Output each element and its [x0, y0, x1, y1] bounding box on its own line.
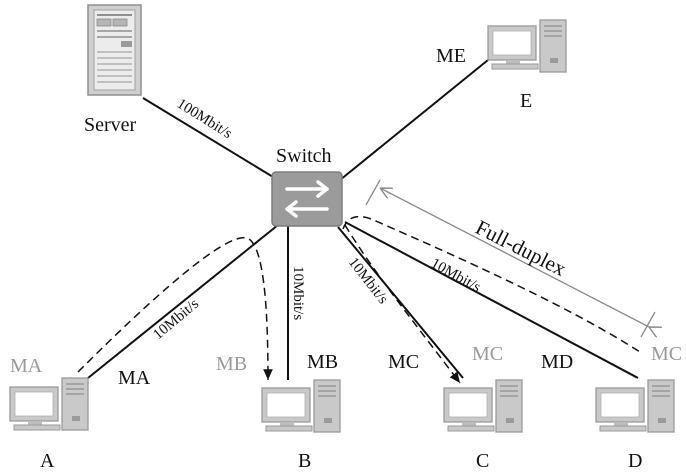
mac-b-gray-label: MB [216, 353, 247, 375]
switch-label: Switch [276, 145, 332, 167]
computer-b-icon [261, 379, 341, 433]
mac-c-label: MC [388, 351, 419, 373]
computer-a-icon [9, 377, 89, 431]
server-icon [87, 4, 142, 96]
node-e-label: E [520, 90, 532, 112]
speed-b-label: 10Mbit/s [290, 266, 306, 320]
mac-c-gray-label: MC [472, 343, 503, 365]
mac-a-gray-label: MA [10, 355, 43, 377]
link-a [87, 224, 279, 379]
flow-a-to-b [77, 236, 273, 381]
node-a-label: A [40, 450, 55, 472]
computer-c-icon [443, 379, 523, 433]
node-b-label: B [298, 450, 311, 472]
link-server [142, 97, 284, 184]
switch-icon [271, 171, 343, 227]
computer-e-icon [487, 19, 567, 73]
speed-a-label: 10Mbit/s [150, 296, 202, 343]
mac-d-gray-label: MC [651, 343, 682, 365]
link-e [339, 59, 489, 181]
node-c-label: C [476, 450, 489, 472]
computer-d-icon [595, 379, 675, 433]
speed-d-label: 10Mbit/s [428, 256, 483, 296]
mac-e-label: ME [436, 45, 466, 67]
full-duplex-indicator [365, 179, 655, 337]
mac-b-label: MB [307, 351, 338, 373]
mac-a-label: MA [118, 367, 151, 389]
server-label: Server [84, 114, 137, 136]
mac-d-label: MD [541, 351, 573, 373]
node-d-label: D [628, 450, 642, 472]
